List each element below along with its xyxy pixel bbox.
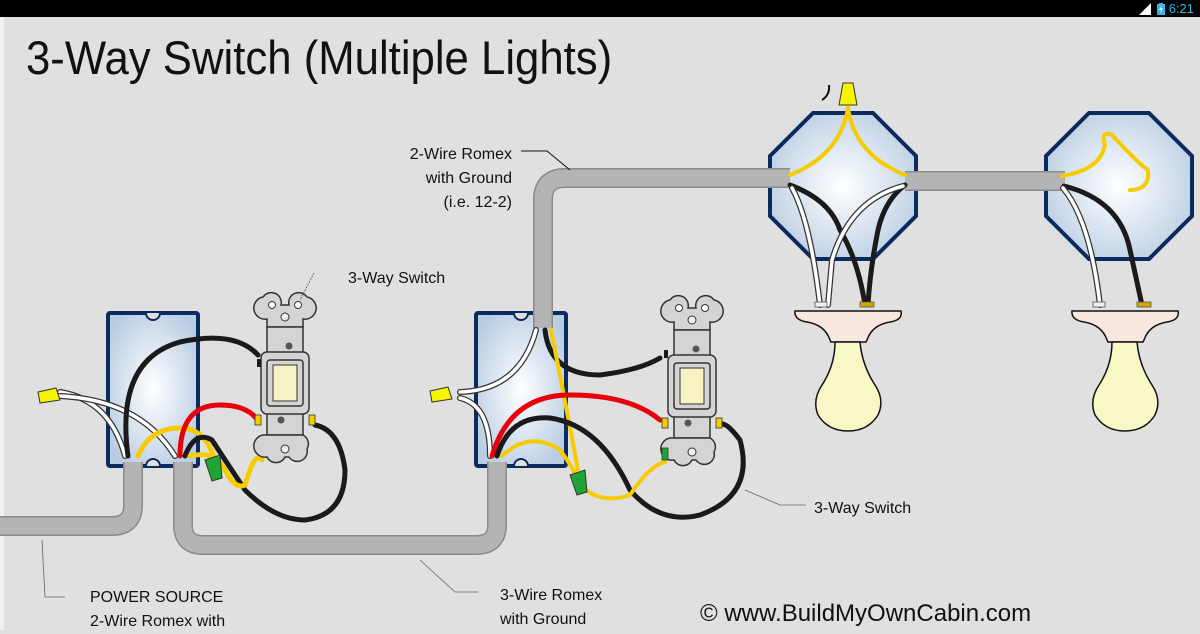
wire-nut-yellow-left [37, 387, 61, 404]
status-bar: 6:21 [0, 0, 1200, 17]
light-fixture-1 [794, 301, 903, 432]
label-line: 2-Wire Romex [409, 146, 512, 163]
wires-ceiling-box-1 [787, 106, 908, 308]
cable-2-wire-romex-top [533, 168, 790, 328]
label-2-wire-romex: 2-Wire Romex with Ground (i.e. 12-2) [380, 143, 512, 215]
label-3-way-switch-right: 3-Way Switch [814, 500, 912, 517]
status-time: 6:21 [1168, 1, 1194, 16]
diagram-title: 3-Way Switch (Multiple Lights) [26, 31, 613, 84]
label-3-wire-romex: 3-Wire Romex with Ground [500, 584, 602, 632]
label-line: 2-Wire Romex with [90, 613, 226, 630]
switch-device-middle [660, 294, 724, 467]
wires-middle-box [457, 327, 746, 520]
wire-nut-green-middle [569, 469, 588, 496]
status-icons: 6:21 [1138, 0, 1194, 17]
wire-nut-green-left [204, 454, 223, 482]
leader-lines [41, 150, 806, 598]
battery-charging-icon [1156, 2, 1165, 15]
wires-ceiling-box-2 [1060, 131, 1151, 308]
wire-nut-yellow-top [838, 82, 858, 106]
wires-left-box [57, 335, 348, 523]
title-paren-tail [821, 84, 831, 101]
signal-icon [1138, 2, 1151, 15]
copyright-text: © www.BuildMyOwnCabin.com [700, 600, 1032, 627]
left-edge-strip [0, 17, 4, 630]
label-line: 3-Wire Romex [500, 587, 603, 604]
cable-3-wire-romex [173, 462, 507, 555]
label-line: (i.e. 12-2) [443, 194, 512, 211]
label-power-source: POWER SOURCE 2-Wire Romex with [90, 586, 225, 634]
switch-device-left [253, 291, 317, 464]
label-line: with Ground [500, 611, 587, 628]
light-fixture-2 [1071, 301, 1180, 432]
label-line: with Ground [425, 170, 512, 187]
label-line: POWER SOURCE [90, 589, 224, 606]
wire-nut-yellow-middle [429, 386, 453, 403]
label-3-way-switch-left: 3-Way Switch [348, 270, 446, 287]
cable-power-source [0, 462, 143, 536]
